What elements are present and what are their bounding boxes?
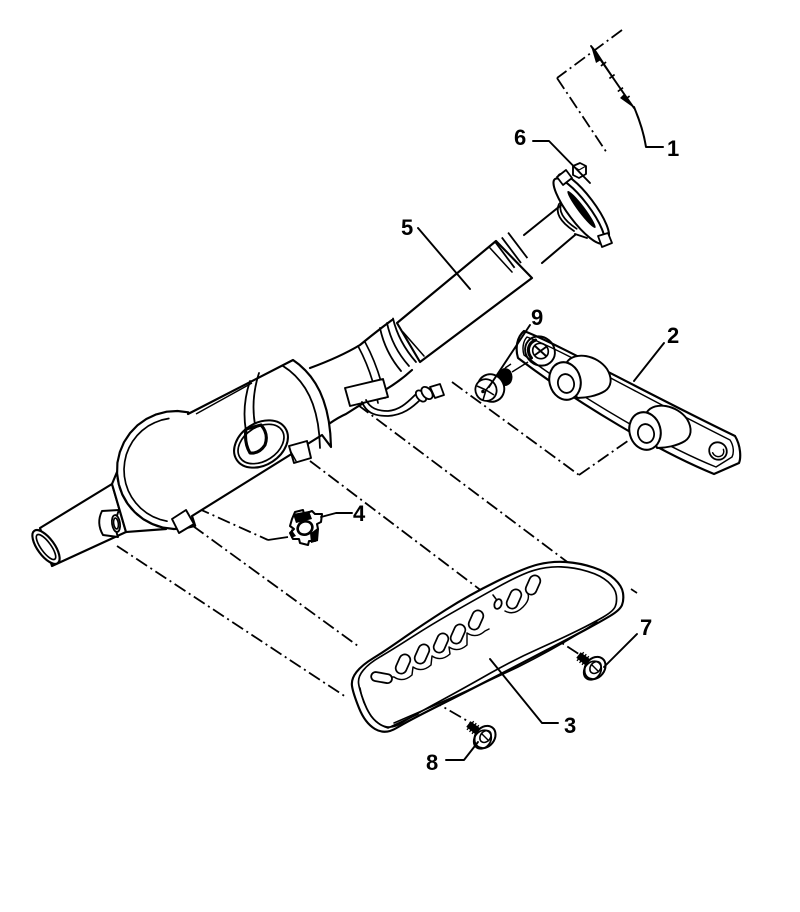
svg-text:7: 7	[640, 615, 652, 640]
svg-text:5: 5	[401, 215, 413, 240]
svg-text:3: 3	[564, 713, 576, 738]
svg-text:4: 4	[353, 501, 366, 526]
svg-text:9: 9	[531, 305, 543, 330]
svg-text:8: 8	[426, 750, 438, 775]
svg-text:6: 6	[514, 125, 526, 150]
svg-text:2: 2	[667, 323, 679, 348]
svg-text:1: 1	[667, 136, 679, 161]
